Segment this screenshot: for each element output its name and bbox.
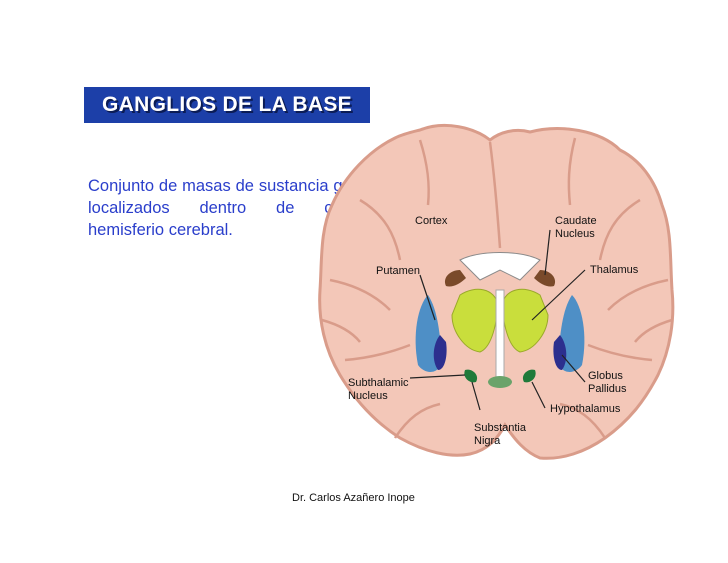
label-subthalamic-2: Nucleus (348, 390, 388, 402)
brain-diagram: Cortex Caudate Nucleus Putamen Thalamus … (300, 120, 700, 500)
hypothalamus (488, 376, 512, 388)
label-thalamus: Thalamus (590, 264, 639, 276)
label-substantia-2: Nigra (474, 435, 501, 447)
label-putamen: Putamen (376, 265, 420, 277)
label-globus-1: Globus (588, 370, 623, 382)
label-hypothalamus: Hypothalamus (550, 403, 621, 415)
label-substantia-1: Substantia (474, 422, 527, 434)
label-subthalamic-1: Subthalamic (348, 377, 409, 389)
label-globus-2: Pallidus (588, 383, 627, 395)
author-credit: Dr. Carlos Azañero Inope (292, 492, 415, 504)
page-title: GANGLIOS DE LA BASE (102, 93, 352, 117)
title-banner: GANGLIOS DE LA BASE (84, 87, 370, 123)
label-caudate-1: Caudate (555, 215, 597, 227)
label-cortex: Cortex (415, 215, 448, 227)
label-caudate-2: Nucleus (555, 228, 595, 240)
midline-ventricle (496, 290, 504, 380)
